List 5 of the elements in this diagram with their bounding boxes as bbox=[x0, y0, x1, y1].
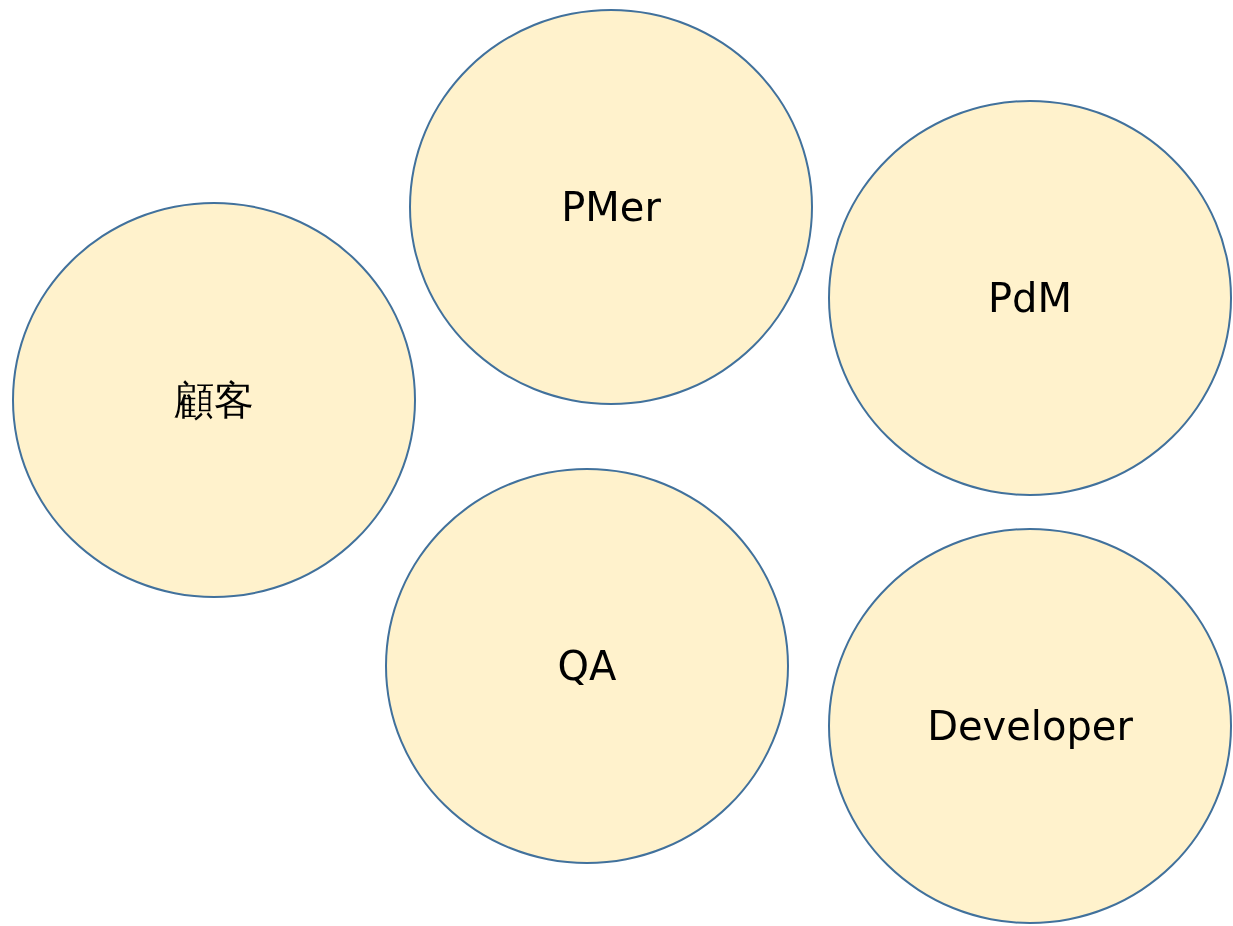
role-label: PdM bbox=[988, 275, 1072, 321]
role-label: Developer bbox=[927, 703, 1133, 749]
role-label: PMer bbox=[561, 184, 661, 230]
role-label: 顧客 bbox=[174, 375, 254, 425]
role-label: QA bbox=[557, 643, 617, 689]
